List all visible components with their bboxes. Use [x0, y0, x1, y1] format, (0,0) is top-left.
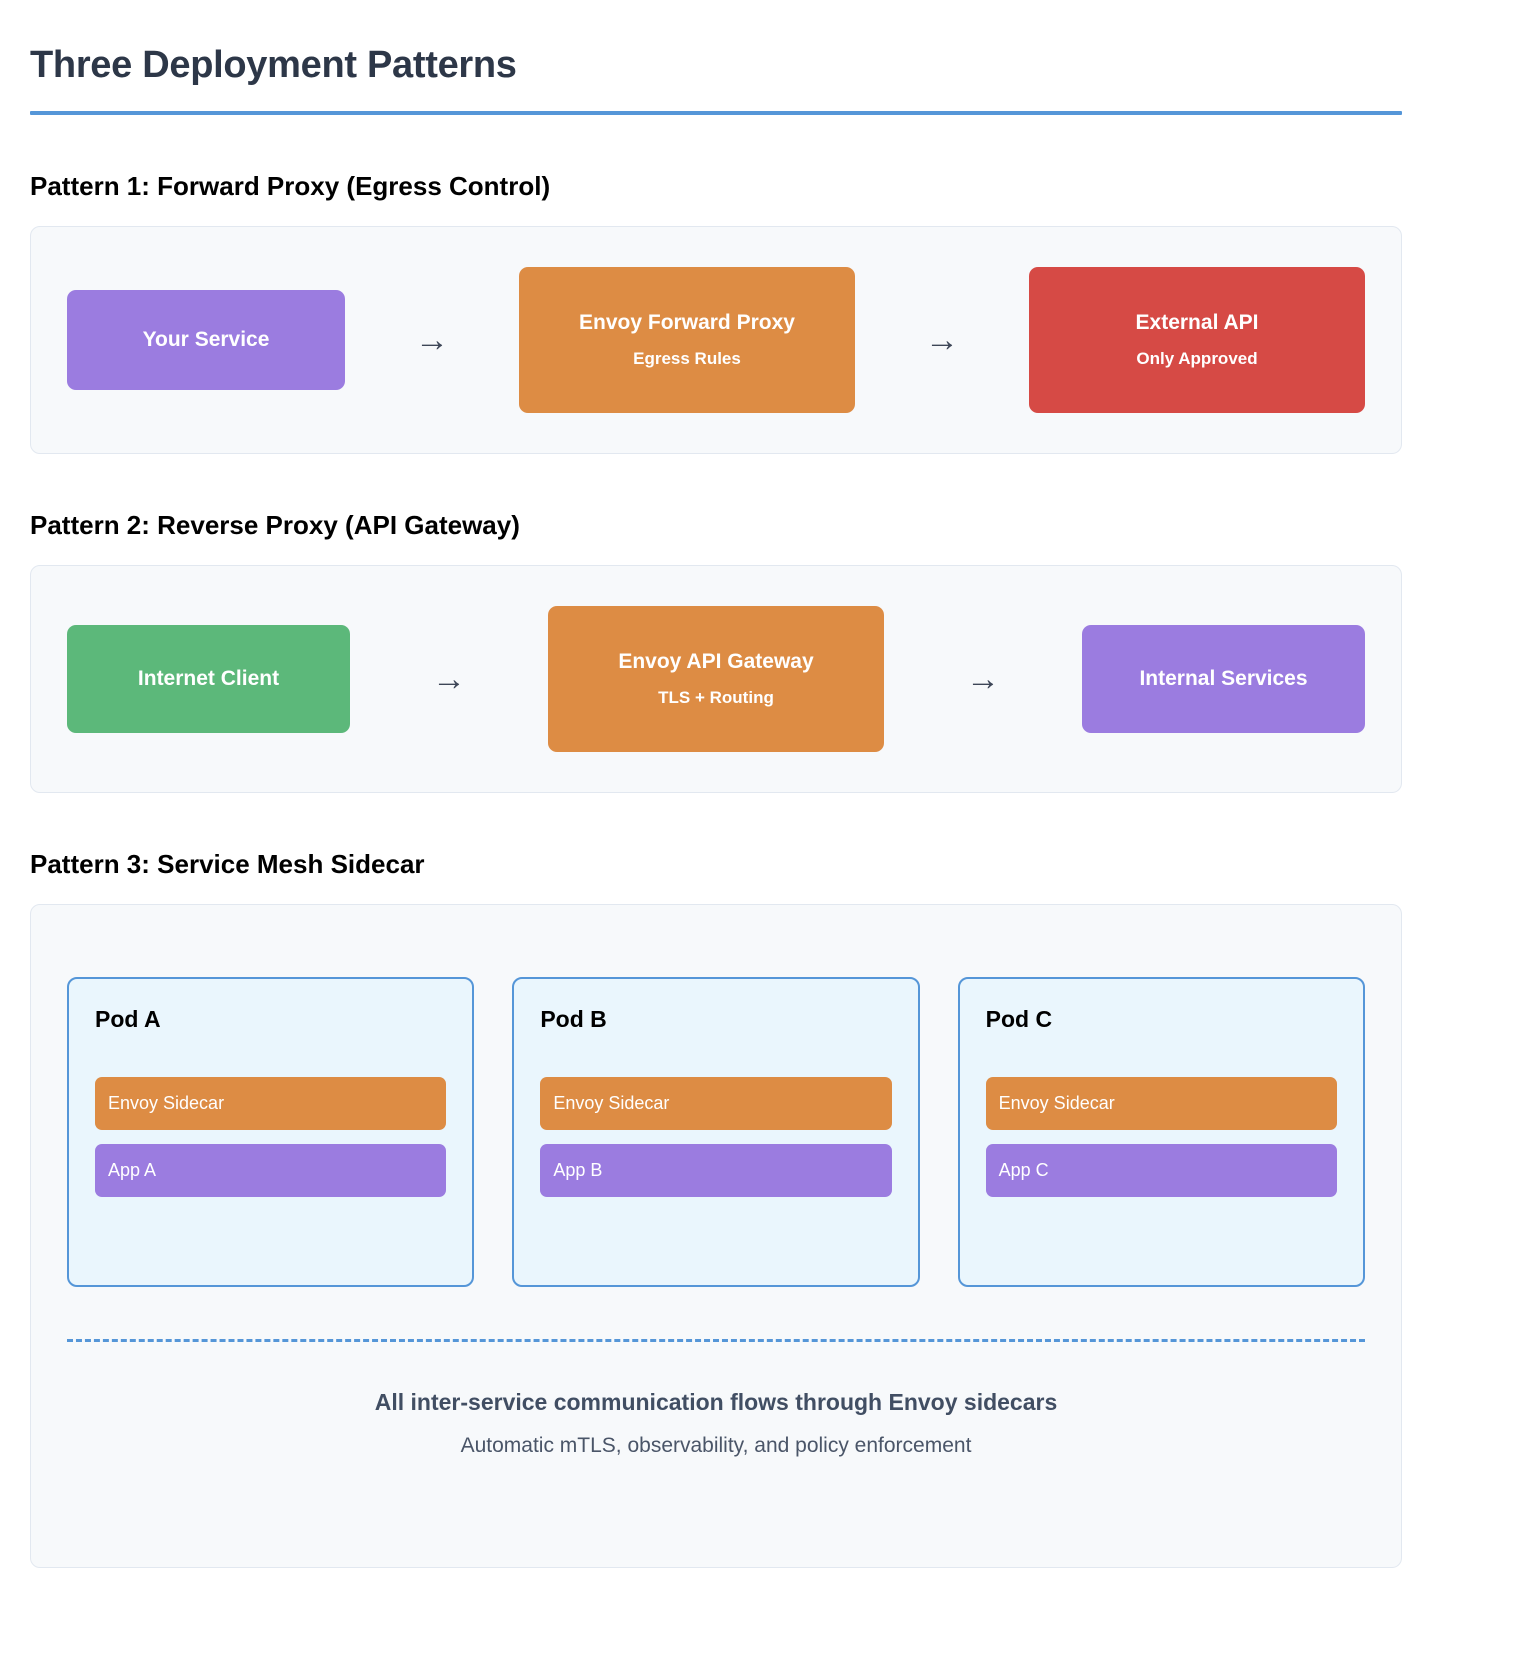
- pod-b[interactable]: Pod B Envoy Sidecar App B: [512, 977, 920, 1288]
- diagram-page: Three Deployment Patterns Pattern 1: For…: [30, 44, 1402, 1569]
- pod-app-bar[interactable]: App A: [95, 1143, 447, 1197]
- pod-a[interactable]: Pod A Envoy Sidecar App A: [67, 977, 475, 1288]
- mesh-note-subline: Automatic mTLS, observability, and polic…: [460, 1434, 972, 1458]
- pod-title: Pod A: [95, 1006, 161, 1033]
- node-envoy-api-gateway[interactable]: Envoy API Gateway TLS + Routing: [548, 606, 884, 753]
- pattern-3-heading: Pattern 3: Service Mesh Sidecar: [30, 849, 425, 880]
- arrow-right-icon: →: [432, 660, 466, 699]
- pod-title: Pod B: [540, 1006, 607, 1033]
- node-subtitle: Egress Rules: [633, 349, 741, 369]
- node-internal-services[interactable]: Internal Services: [1082, 625, 1365, 734]
- node-subtitle: Only Approved: [1136, 349, 1258, 369]
- pod-c[interactable]: Pod C Envoy Sidecar App C: [957, 977, 1365, 1288]
- pattern-1-heading: Pattern 1: Forward Proxy (Egress Control…: [30, 170, 551, 201]
- node-subtitle: TLS + Routing: [658, 688, 774, 708]
- mesh-note-headline: All inter-service communication flows th…: [374, 1389, 1058, 1416]
- node-title: External API: [1135, 311, 1259, 335]
- node-title: Internet Client: [137, 667, 280, 691]
- pod-sidecar-bar[interactable]: Envoy Sidecar: [985, 1076, 1337, 1130]
- mesh-dashed-divider: [67, 1339, 1365, 1343]
- pod-sidecar-bar[interactable]: Envoy Sidecar: [540, 1076, 892, 1130]
- node-internet-client[interactable]: Internet Client: [67, 625, 350, 734]
- node-envoy-forward-proxy[interactable]: Envoy Forward Proxy Egress Rules: [519, 266, 855, 413]
- pattern-2-heading: Pattern 2: Reverse Proxy (API Gateway): [30, 509, 520, 540]
- title-underline-rule: [30, 110, 1402, 115]
- node-title: Envoy Forward Proxy: [579, 311, 795, 335]
- arrow-right-icon: →: [415, 320, 449, 359]
- node-external-api[interactable]: External API Only Approved: [1029, 266, 1365, 413]
- pattern-2-panel: Internet Client → Envoy API Gateway TLS …: [30, 565, 1402, 794]
- node-title: Envoy API Gateway: [618, 650, 814, 674]
- node-title: Internal Services: [1139, 667, 1308, 691]
- pod-sidecar-bar[interactable]: Envoy Sidecar: [95, 1076, 447, 1130]
- page-title: Three Deployment Patterns: [30, 44, 517, 86]
- pattern-3-panel: Pod A Envoy Sidecar App A Pod B Envoy Si…: [30, 904, 1402, 1569]
- pattern-1-panel: Your Service → Envoy Forward Proxy Egres…: [30, 225, 1402, 454]
- node-your-service[interactable]: Your Service: [67, 289, 345, 390]
- pod-app-bar[interactable]: App C: [985, 1143, 1337, 1197]
- arrow-right-icon: →: [966, 660, 1000, 699]
- pod-app-bar[interactable]: App B: [540, 1143, 892, 1197]
- pod-title: Pod C: [985, 1006, 1053, 1033]
- arrow-right-icon: →: [925, 320, 959, 359]
- pods-row: Pod A Envoy Sidecar App A Pod B Envoy Si…: [67, 977, 1365, 1288]
- mesh-note: All inter-service communication flows th…: [67, 1388, 1365, 1459]
- node-title: Your Service: [142, 328, 270, 352]
